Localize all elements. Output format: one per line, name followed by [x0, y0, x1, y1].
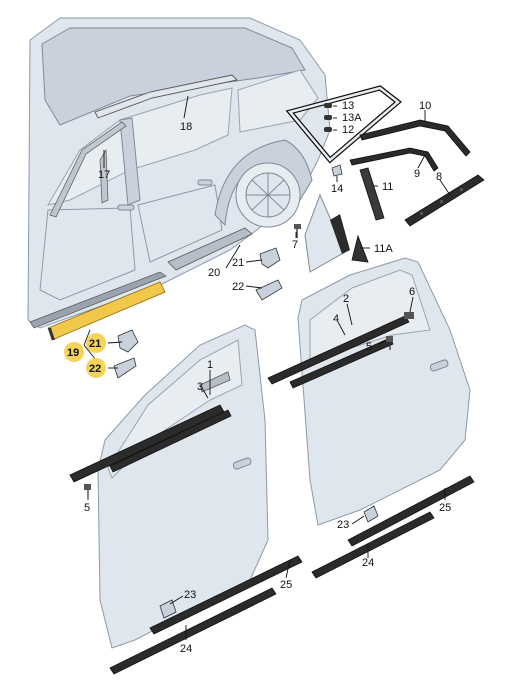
clip-group-right: [255, 247, 283, 301]
label-7: 7: [292, 239, 298, 251]
label-20: 20: [208, 267, 220, 279]
front-door: [69, 324, 269, 649]
label-12: 12: [342, 124, 354, 136]
label-3: 3: [197, 381, 203, 393]
label-22-left: 22: [89, 363, 101, 375]
front-clip-23: [159, 599, 177, 619]
label-1: 1: [207, 359, 213, 371]
label-19: 19: [67, 347, 79, 359]
label-5-right: 5: [366, 341, 372, 353]
label-23-front: 23: [184, 589, 196, 601]
label-9: 9: [414, 168, 420, 180]
label-19-bubble: [64, 342, 84, 362]
label-5-left: 5: [84, 502, 90, 514]
rear-door: [267, 257, 471, 526]
label-21-right: 21: [232, 257, 244, 269]
window-trim-9: [349, 147, 439, 172]
rear-window-frame: [285, 85, 402, 164]
belt-strip-clips: [420, 188, 463, 215]
label-11a: 11A: [374, 243, 393, 255]
screw-7: [294, 224, 301, 238]
label-4: 4: [333, 313, 339, 325]
label-11: 11: [382, 181, 393, 193]
clip-14: [331, 164, 343, 177]
clip-5-right: [386, 336, 393, 350]
label-23-rear: 23: [337, 519, 349, 531]
roof-trim-10: [359, 119, 471, 157]
belt-strip-8: [404, 174, 485, 227]
label-21-left: 21: [89, 338, 101, 350]
label-25-front: 25: [280, 579, 292, 591]
label-6: 6: [409, 286, 415, 298]
label-24-front: 24: [180, 643, 192, 655]
rear-lower-strip-24: [311, 511, 435, 579]
label-10: 10: [419, 100, 431, 112]
clip-group-left: [113, 329, 139, 379]
label-24-rear: 24: [362, 557, 374, 569]
car-body: [27, 17, 331, 329]
rear-lower-strip-25: [347, 475, 475, 547]
label-22-left-bubble: [86, 358, 106, 378]
label-17: 17: [98, 169, 110, 181]
triangle-trim-11a: [351, 234, 369, 263]
pillar-trim-11: [359, 167, 385, 221]
rear-clip-23: [363, 505, 379, 523]
label-8: 8: [436, 171, 442, 183]
label-22-right: 22: [232, 281, 244, 293]
label-18: 18: [180, 121, 192, 133]
callout-labels: 18 17 13 13A 12 10 9 8 11 14 11A 7 20 21…: [64, 100, 451, 655]
clip-5-left: [84, 484, 91, 497]
front-lower-strip-25: [149, 555, 303, 635]
label-13a: 13A: [342, 112, 362, 124]
small-clips-12-13: [324, 103, 332, 132]
label-21-left-bubble: [86, 333, 106, 353]
rear-sill-extension: [167, 227, 253, 271]
quarter-glass-trim: [330, 214, 350, 254]
front-lower-strip-24: [109, 587, 277, 675]
label-2: 2: [343, 293, 349, 305]
sill-trim-highlighted: [47, 281, 166, 341]
label-25-rear: 25: [439, 502, 451, 514]
label-13: 13: [342, 100, 354, 112]
clip-6: [404, 312, 414, 319]
label-14: 14: [331, 183, 343, 195]
